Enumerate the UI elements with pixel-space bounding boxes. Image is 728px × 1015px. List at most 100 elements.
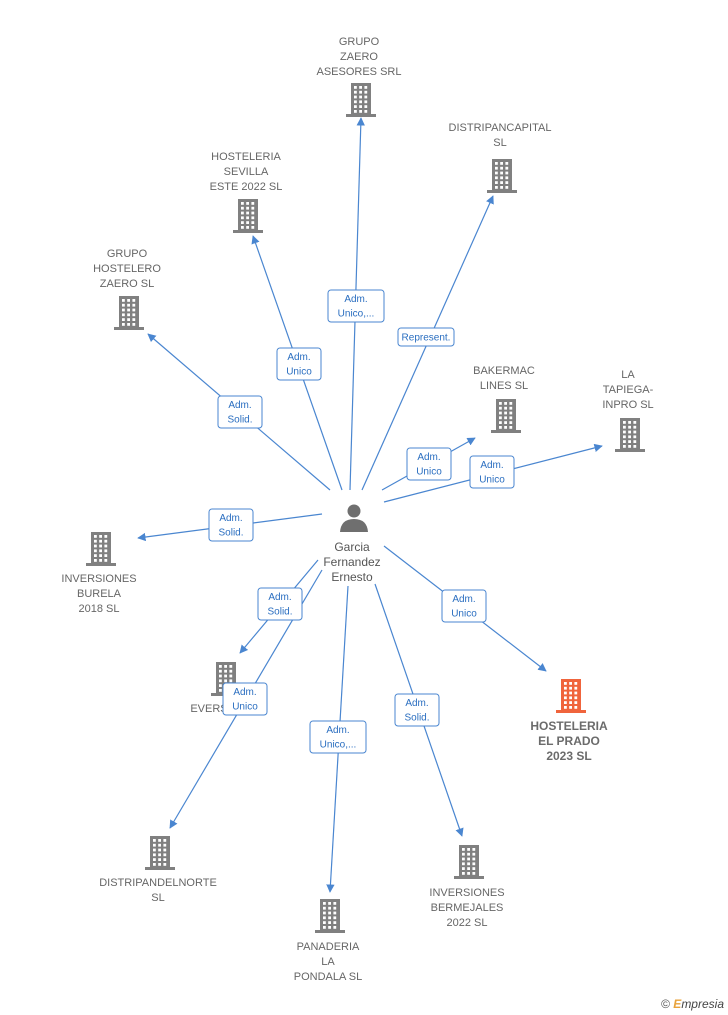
building-icon <box>491 399 521 433</box>
relation-label-text: Solid. <box>404 713 429 724</box>
relation-label-box <box>406 447 452 481</box>
company-node-inversiones-burela[interactable]: INVERSIONES BURELA 2018 SL <box>61 532 137 615</box>
relation-label-inversiones-bermejales[interactable]: Adm.Solid. <box>394 693 440 727</box>
relation-label-panaderia-la-pondala[interactable]: Adm. Unico,... <box>309 720 367 754</box>
company-label-line: LA <box>621 369 635 381</box>
building-icon <box>145 836 175 870</box>
relation-label-text: Adm. <box>228 400 251 411</box>
building-icon <box>556 679 586 713</box>
relation-label-text: Adm. <box>268 592 291 603</box>
relation-label-text: Represent. <box>402 333 451 344</box>
company-label-line: BERMEJALES <box>431 902 504 914</box>
company-label-line: ASESORES SRL <box>317 66 402 78</box>
relation-label-distripancapital[interactable]: Represent. <box>397 327 455 347</box>
relation-label-text: Adm. <box>233 687 256 698</box>
relation-label-text: Unico <box>416 467 442 478</box>
person-name-line: Fernandez <box>323 555 380 569</box>
relation-label-box <box>469 455 515 489</box>
company-label-line: GRUPO <box>339 36 380 48</box>
brand-logo-initial: E <box>673 997 682 1011</box>
edge-labels-layer: Adm.Unico,...Represent.Adm.UnicoAdm.Soli… <box>208 289 515 754</box>
building-icon <box>346 83 376 117</box>
relation-label-hosteleria-el-prado[interactable]: Adm.Unico <box>441 589 487 623</box>
relation-label-hosteleria-sevilla[interactable]: Adm.Unico <box>276 347 322 381</box>
building-icon <box>233 199 263 233</box>
person-name-line: Garcia <box>334 540 370 554</box>
relation-label-box <box>441 589 487 623</box>
company-label-line: SEVILLA <box>224 166 269 178</box>
relation-label-box <box>217 395 263 429</box>
relation-label-la-tapiega[interactable]: Adm. Unico <box>469 455 515 489</box>
relation-label-box <box>394 693 440 727</box>
relation-label-text: Adm. <box>417 452 440 463</box>
company-label-line: INPRO SL <box>602 399 653 411</box>
company-label-line: HOSTELERO <box>93 263 161 275</box>
relation-label-text: Adm. <box>219 513 242 524</box>
company-label-line: SL <box>493 137 506 149</box>
company-node-grupo-zaero[interactable]: GRUPO ZAERO ASESORES SRL <box>317 36 402 117</box>
edges-layer <box>137 117 603 893</box>
relation-label-text: Adm. <box>287 352 310 363</box>
person-name-line: Ernesto <box>331 570 373 584</box>
company-label-line: HOSTELERIA <box>530 719 608 733</box>
building-icon <box>615 418 645 452</box>
relation-label-box <box>276 347 322 381</box>
company-node-la-tapiega[interactable]: LA TAPIEGA- INPRO SL <box>602 369 654 452</box>
company-label-line: LA <box>321 956 335 968</box>
relation-label-text: Unico <box>451 609 477 620</box>
company-label-line: ESTE 2022 SL <box>210 181 283 193</box>
company-label-line: GRUPO <box>107 248 148 260</box>
relation-label-inversiones-burela[interactable]: Adm. Solid. <box>208 508 254 542</box>
relation-label-grupo-zaero[interactable]: Adm. Unico,... <box>327 289 385 323</box>
relation-label-box <box>327 289 385 323</box>
relation-label-box <box>208 508 254 542</box>
building-icon <box>114 296 144 330</box>
relation-label-text: Adm. <box>326 725 349 736</box>
relation-label-text: Unico <box>232 702 258 713</box>
company-label-line: 2018 SL <box>79 603 120 615</box>
company-label-line: ZAERO <box>340 51 378 63</box>
company-label-line: 2023 SL <box>546 749 591 763</box>
company-label-line: TAPIEGA- <box>603 384 654 396</box>
relation-label-text: Unico,... <box>338 309 375 320</box>
company-node-distripancapital[interactable]: DISTRIPANCAPITAL SL <box>449 122 552 193</box>
relation-label-text: Unico,... <box>320 740 357 751</box>
relation-label-box <box>257 587 303 621</box>
relation-label-text: Adm. <box>344 294 367 305</box>
company-label-line: BAKERMAC <box>473 365 535 377</box>
company-label-line: SL <box>151 892 164 904</box>
relation-label-box <box>309 720 367 754</box>
person-icon <box>340 504 368 532</box>
company-label-line: PONDALA SL <box>294 971 362 983</box>
company-label-line: DISTRIPANDELNORTE <box>99 877 217 889</box>
company-node-panaderia-la-pondala[interactable]: PANADERIA LA PONDALA SL <box>294 899 362 983</box>
relation-label-evers[interactable]: Adm.Solid. <box>257 587 303 621</box>
relation-label-grupo-hostelero[interactable]: Adm. Solid. <box>217 395 263 429</box>
company-node-grupo-hostelero[interactable]: GRUPO HOSTELERO ZAERO SL <box>93 248 161 330</box>
relation-label-text: Solid. <box>218 528 243 539</box>
copyright-icon: © <box>661 997 670 1011</box>
relation-label-bakermac[interactable]: Adm. Unico <box>406 447 452 481</box>
company-label-line: INVERSIONES <box>61 573 136 585</box>
company-label-line: EVERS <box>190 703 227 715</box>
nodes-layer: GRUPO ZAERO ASESORES SRL DISTRIPANCAPITAL SL… <box>61 36 653 983</box>
relation-label-distripandelnorte[interactable]: Adm. Unico <box>222 682 268 716</box>
company-label-line: BURELA <box>77 588 122 600</box>
relation-label-text: Adm. <box>480 460 503 471</box>
company-label-line: DISTRIPANCAPITAL <box>449 122 552 134</box>
relation-label-text: Unico <box>479 475 505 486</box>
company-label-line: PANADERIA <box>297 941 360 953</box>
building-icon <box>315 899 345 933</box>
building-icon <box>86 532 116 566</box>
brand-footer[interactable]: © Empresia <box>661 997 724 1011</box>
company-label-line: 2022 SL <box>447 917 488 929</box>
company-label-line: ZAERO SL <box>100 278 154 290</box>
relation-label-text: Solid. <box>227 415 252 426</box>
company-node-distripandelnorte[interactable]: DISTRIPANDELNORTE SL <box>99 836 217 904</box>
